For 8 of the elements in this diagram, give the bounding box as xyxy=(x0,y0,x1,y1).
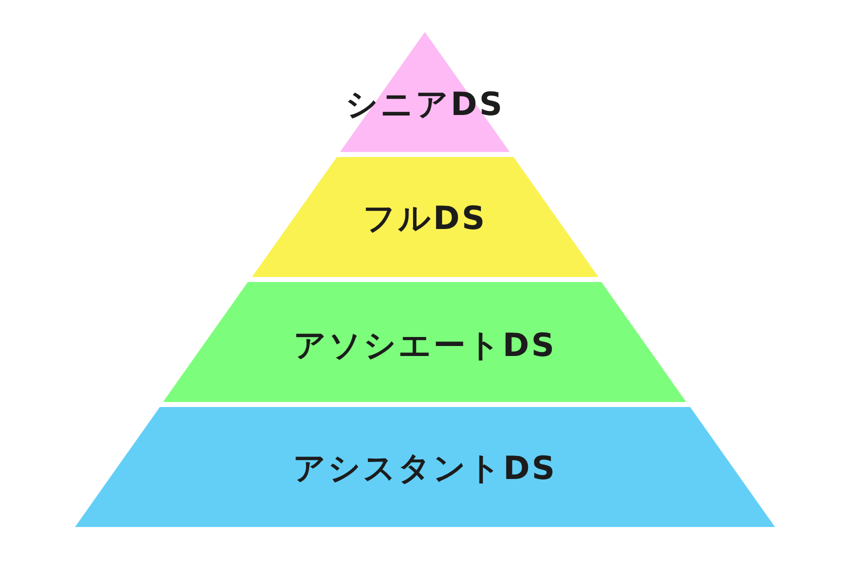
pyramid-tier xyxy=(163,282,687,402)
tier-label: シニアDS xyxy=(346,85,504,123)
pyramid-tier xyxy=(252,157,598,277)
tier-label: アソシエートDS xyxy=(294,326,556,364)
pyramid-tier xyxy=(75,407,775,527)
tier-label: フルDS xyxy=(363,199,487,237)
tier-label: アシスタントDS xyxy=(293,449,557,487)
pyramid-tier xyxy=(340,32,510,152)
